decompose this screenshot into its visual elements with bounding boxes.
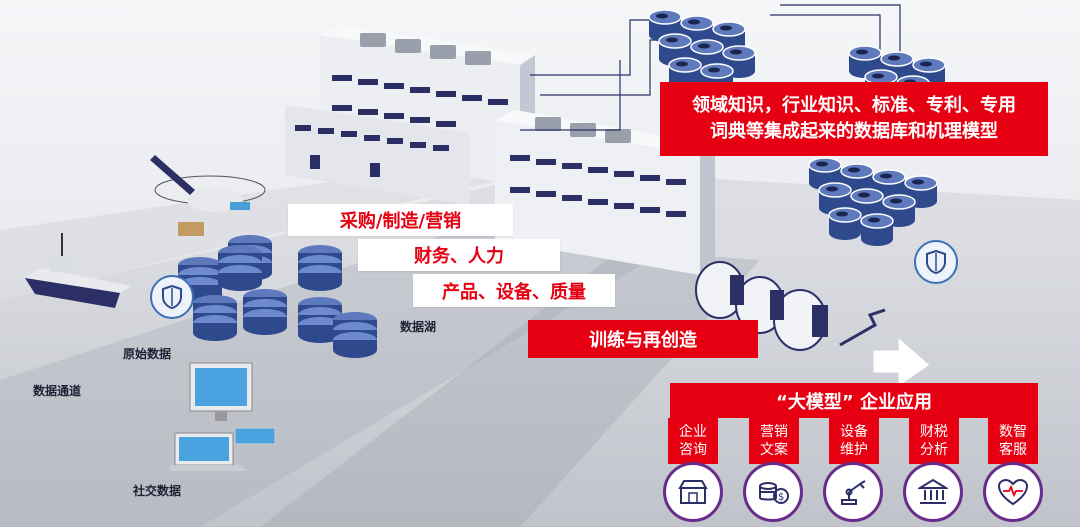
devices-icon bbox=[170, 362, 276, 471]
label-social-data: 社交数据 bbox=[133, 484, 182, 498]
app-tag-line1: 营销 bbox=[760, 424, 788, 440]
app-tag-service: 数智客服 bbox=[988, 418, 1038, 464]
banner-finance: 财务、人力 bbox=[358, 239, 560, 271]
knowledge-line-1: 领域知识，行业知识、标准、专利、专用 bbox=[692, 95, 1016, 116]
banner-product: 产品、设备、质量 bbox=[413, 274, 615, 307]
robot-heads-icon bbox=[695, 261, 886, 351]
app-tag-line2: 文案 bbox=[760, 442, 788, 458]
label-raw-data: 原始数据 bbox=[123, 347, 172, 361]
banner-purchasing: 采购/制造/营销 bbox=[288, 204, 513, 236]
coins-icon: $ bbox=[743, 462, 803, 522]
shield-icon bbox=[150, 275, 194, 319]
training-label: 训练与再创造 bbox=[528, 320, 758, 358]
app-tag-line1: 企业 bbox=[679, 424, 707, 440]
knowledge-box: 领域知识，行业知识、标准、专利、专用 词典等集成起来的数据库和机理模型 bbox=[660, 82, 1048, 156]
arrow-icon bbox=[872, 335, 931, 388]
enterprise-title: “大模型” 企业应用 bbox=[670, 383, 1038, 418]
app-tag-line1: 财税 bbox=[920, 424, 948, 440]
shield-icon bbox=[914, 240, 958, 284]
heart-pulse-icon bbox=[983, 462, 1043, 522]
app-tag-line2: 维护 bbox=[840, 442, 868, 458]
helicopter-icon bbox=[150, 155, 266, 236]
app-tag-finance: 财税分析 bbox=[909, 418, 959, 464]
app-tag-line2: 分析 bbox=[920, 442, 948, 458]
label-data-channel: 数据通道 bbox=[33, 384, 82, 398]
bank-icon bbox=[903, 462, 963, 522]
ship-icon bbox=[25, 233, 132, 308]
robot-arm-icon bbox=[823, 462, 883, 522]
app-tag-line2: 客服 bbox=[999, 442, 1027, 458]
app-tag-line2: 咨询 bbox=[679, 442, 707, 458]
app-tag-maintenance: 设备维护 bbox=[829, 418, 879, 464]
app-tag-marketing: 营销文案 bbox=[749, 418, 799, 464]
app-tag-line1: 设备 bbox=[840, 424, 868, 440]
label-data-lake: 数据湖 bbox=[400, 320, 437, 334]
knowledge-line-2: 词典等集成起来的数据库和机理模型 bbox=[710, 121, 998, 142]
svg-text:$: $ bbox=[778, 492, 784, 503]
storefront-icon bbox=[663, 462, 723, 522]
app-tag-consulting: 企业咨询 bbox=[668, 418, 718, 464]
app-tag-line1: 数智 bbox=[999, 424, 1027, 440]
